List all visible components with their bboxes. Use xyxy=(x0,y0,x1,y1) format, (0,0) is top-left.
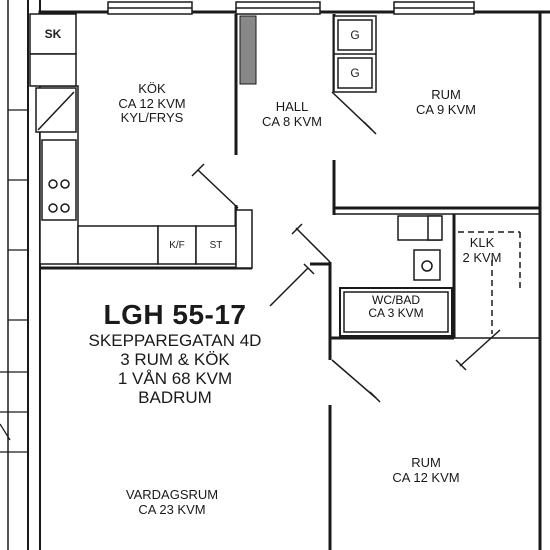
apartment-info: LGH 55-17 SKEPPAREGATAN 4D 3 RUM & KÖK 1… xyxy=(89,299,262,407)
outer-walls xyxy=(7,0,550,550)
room-kok-name: KÖK xyxy=(138,81,166,96)
wardrobe-units xyxy=(333,15,377,93)
room-hall-name: HALL xyxy=(275,99,309,114)
room-kok-area: CA 12 KVM xyxy=(118,95,186,111)
room-hall-label: HALL CA 8 KVM xyxy=(262,99,322,129)
stair-marks xyxy=(0,109,28,453)
apartment-address: SKEPPAREGATAN 4D xyxy=(88,330,262,350)
room-rum-bottom-area: CA 12 KVM xyxy=(392,469,460,485)
st-label: ST xyxy=(209,239,223,251)
apartment-bath: BADRUM xyxy=(138,387,212,407)
room-kok-extra: KYL/FRYS xyxy=(120,110,184,126)
apartment-details: SKEPPAREGATAN 4D 3 RUM & KÖK 1 VÅN 68 KV… xyxy=(89,331,262,407)
room-vardagsrum-area: CA 23 KVM xyxy=(138,501,206,517)
room-wc-area: CA 3 KVM xyxy=(368,305,424,320)
room-klk-name: KLK xyxy=(469,235,495,250)
apartment-rooms: 3 RUM & KÖK xyxy=(120,349,230,369)
hall-column xyxy=(239,15,257,85)
room-klk-label: KLK 2 KVM xyxy=(462,235,502,265)
room-kok-label: KÖK CA 12 KVM KYL/FRYS xyxy=(118,81,186,126)
room-klk-area: 2 KVM xyxy=(462,249,502,265)
apartment-size: 1 VÅN 68 KVM xyxy=(117,368,233,388)
wardrobe-g-bottom-label: G xyxy=(350,66,360,80)
room-rum-top-name: RUM xyxy=(431,87,461,102)
room-hall-area: CA 8 KVM xyxy=(262,113,322,129)
room-rum-top-area: CA 9 KVM xyxy=(416,101,476,117)
bathroom-fixtures xyxy=(339,215,453,337)
room-vardagsrum-name: VARDAGSRUM xyxy=(125,487,219,502)
kf-label: K/F xyxy=(169,239,185,251)
kitchen-upper-cabinets xyxy=(29,13,77,87)
room-vardagsrum-label: VARDAGSRUM CA 23 KVM xyxy=(125,487,219,517)
room-rum-bottom-name: RUM xyxy=(411,455,441,470)
klk-dashed xyxy=(458,231,521,334)
room-wc-label: WC/BAD CA 3 KVM xyxy=(346,294,446,319)
room-rum-bottom-label: RUM CA 12 KVM xyxy=(392,455,460,485)
sk-cabinet-label: SK xyxy=(44,27,62,41)
room-rum-top-label: RUM CA 9 KVM xyxy=(416,87,476,117)
doors xyxy=(191,91,501,403)
kitchen-counter xyxy=(35,85,253,269)
apartment-title: LGH 55-17 xyxy=(103,299,247,330)
wardrobe-g-top-label: G xyxy=(350,28,360,42)
windows xyxy=(107,1,475,15)
room-wc-name: WC/BAD xyxy=(372,293,420,307)
